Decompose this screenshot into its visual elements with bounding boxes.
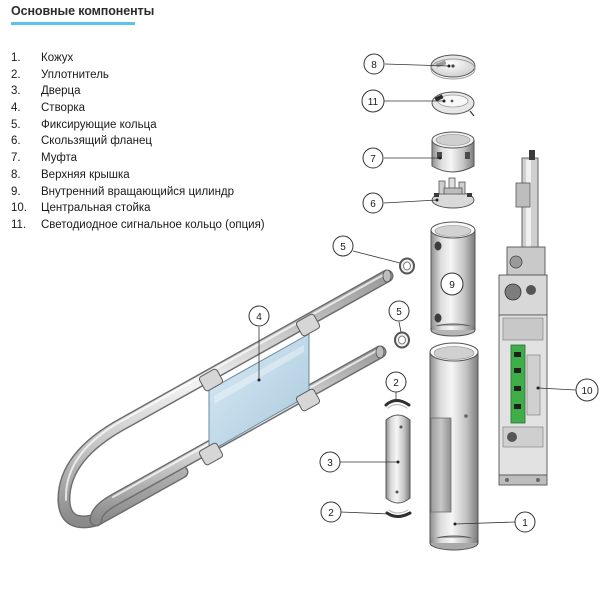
panel-clamp [198, 313, 321, 466]
svg-text:6: 6 [370, 199, 376, 210]
callout-c3: 3 [319, 451, 341, 473]
top-cover [430, 54, 476, 80]
legend-item: 7.Муфта [11, 152, 78, 165]
callout-c10: 10 [575, 378, 599, 402]
legend-item: 5.Фиксирующие кольца [11, 118, 157, 131]
svg-text:4: 4 [256, 312, 262, 323]
central-post [498, 150, 548, 486]
seal [384, 399, 411, 409]
svg-text:7: 7 [370, 154, 376, 165]
callout-c2a: 2 [385, 371, 407, 393]
retaining-ring [394, 331, 410, 349]
svg-text:2: 2 [328, 508, 334, 519]
inner-rotating-cylinder [430, 221, 476, 337]
callout-dots [257, 64, 540, 526]
callout-c1: 1 [514, 511, 536, 533]
legend-item: 9.Внутренний вращающийся цилиндр [11, 185, 235, 198]
svg-text:5: 5 [396, 307, 402, 318]
svg-text:2: 2 [393, 378, 399, 389]
legend-item: 2.Уплотнитель [11, 68, 109, 81]
callout-c5b: 5 [388, 300, 410, 322]
seal [385, 509, 412, 518]
callout-c11: 11 [361, 89, 385, 113]
svg-text:1: 1 [522, 518, 528, 529]
led-signal-ring [431, 91, 475, 117]
svg-text:5: 5 [340, 242, 346, 253]
legend-item: 6.Скользящий фланец [11, 135, 152, 148]
callout-c6: 6 [362, 192, 384, 214]
retaining-ring [399, 257, 415, 275]
callout-c7: 7 [362, 147, 384, 169]
legend-item: 1.Кожух [11, 52, 74, 64]
svg-text:9: 9 [449, 280, 455, 291]
door [385, 414, 411, 504]
callout-c2b: 2 [320, 501, 342, 523]
legend-item: 4.Створка [11, 102, 86, 115]
component-legend: 1.Кожух 2.Уплотнитель 3.Дверца 4.Створка… [11, 50, 265, 234]
turnstile-arm [57, 269, 394, 529]
coupling [431, 131, 475, 173]
sliding-flange [431, 177, 475, 209]
title-underline [11, 22, 135, 25]
svg-text:3: 3 [327, 458, 333, 469]
svg-text:10: 10 [581, 386, 593, 397]
housing [429, 342, 479, 551]
callout-c8: 8 [363, 53, 385, 75]
legend-item: 10.Центральная стойка [11, 202, 151, 215]
legend-item: 11.Светодиодное сигнальное кольцо (опция… [11, 218, 265, 231]
page-title: Основные компоненты [11, 4, 155, 18]
callout-c5a: 5 [332, 235, 354, 257]
callout-c4: 4 [248, 305, 270, 327]
legend-item: 8.Верхняя крышка [11, 168, 130, 181]
callout-c9: 9 [440, 272, 464, 296]
svg-text:8: 8 [371, 60, 377, 71]
svg-text:11: 11 [368, 97, 379, 108]
legend-item: 3.Дверца [11, 85, 81, 98]
